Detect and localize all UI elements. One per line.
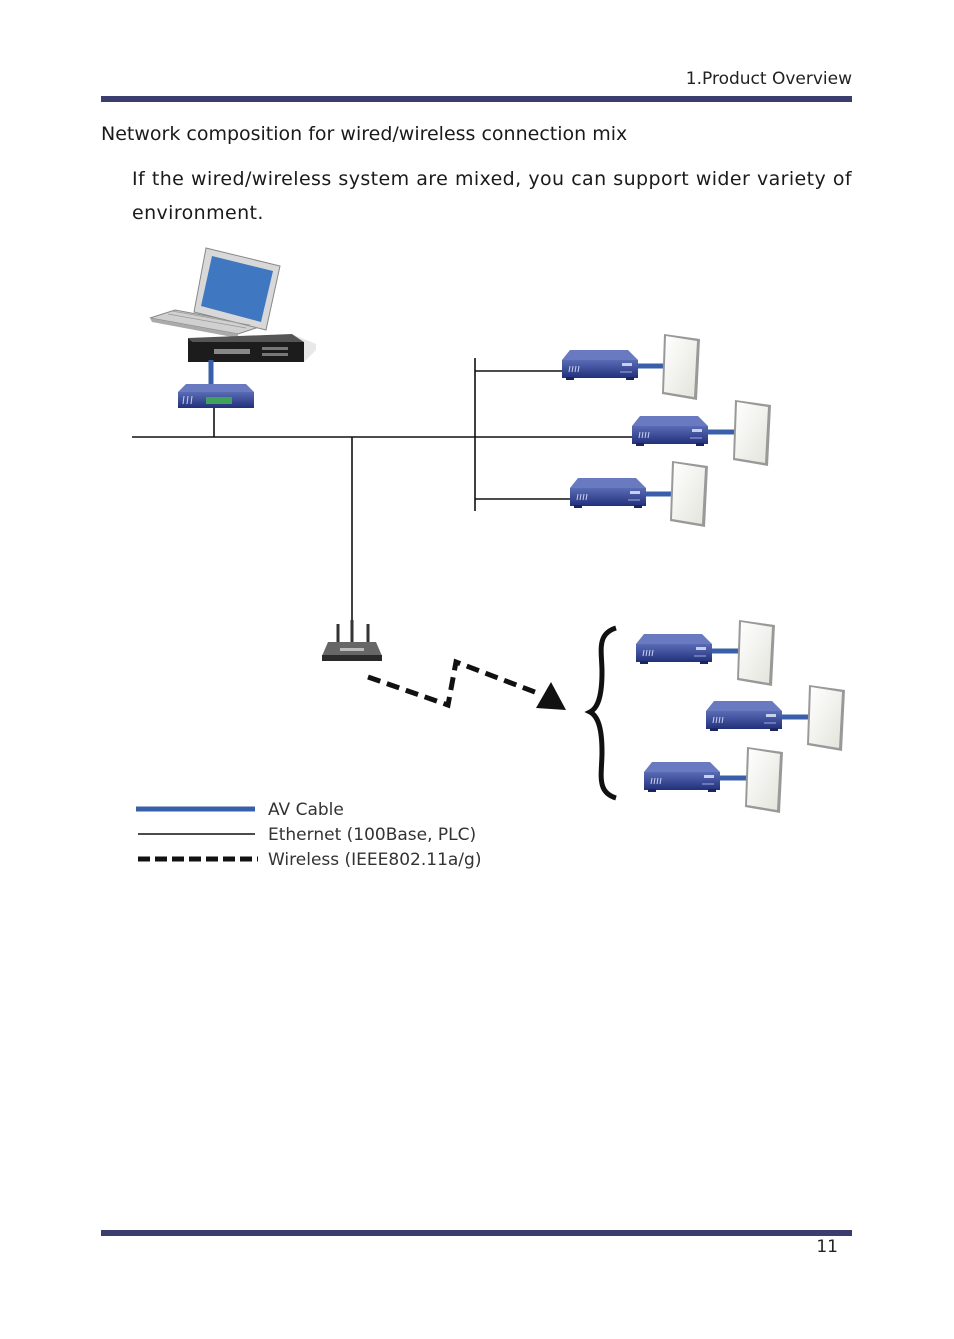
encoder-icon xyxy=(178,384,254,408)
page-number: 11 xyxy=(816,1237,838,1257)
display-panel-icon xyxy=(670,461,708,527)
display-panel-icon xyxy=(733,400,771,466)
display-panel-icon xyxy=(745,747,783,813)
header-section-label: 1.Product Overview xyxy=(685,69,852,89)
footer-rule xyxy=(101,1230,852,1236)
decoder-icon xyxy=(570,478,646,508)
dvd-player-icon xyxy=(188,334,316,362)
wired-decoder-group xyxy=(562,334,771,527)
decoder-icon xyxy=(644,762,720,792)
display-panel-icon xyxy=(737,620,775,686)
decoder-icon xyxy=(632,416,708,446)
display-panel-icon xyxy=(807,685,845,751)
legend-label-ethernet: Ethernet (100Base, PLC) xyxy=(268,825,476,845)
ethernet-wiring xyxy=(132,358,636,638)
decoder-icon xyxy=(562,350,638,380)
legend-label-av-cable: AV Cable xyxy=(268,800,344,820)
wireless-decoder-group xyxy=(636,620,845,813)
legend: AV Cable Ethernet (100Base, PLC) Wireles… xyxy=(136,800,481,870)
laptop-icon xyxy=(149,247,281,338)
header-rule xyxy=(101,96,852,102)
decoder-icon xyxy=(706,701,782,731)
section-heading: Network composition for wired/wireless c… xyxy=(101,123,628,145)
display-panel-icon xyxy=(662,334,700,400)
wireless-router-icon xyxy=(322,620,382,661)
wireless-arrow-icon xyxy=(367,658,566,710)
decoder-icon xyxy=(636,634,712,664)
curly-brace-icon xyxy=(584,625,617,801)
body-paragraph: If the wired/wireless system are mixed, … xyxy=(132,168,852,224)
legend-label-wireless: Wireless (IEEE802.11a/g) xyxy=(268,850,481,870)
